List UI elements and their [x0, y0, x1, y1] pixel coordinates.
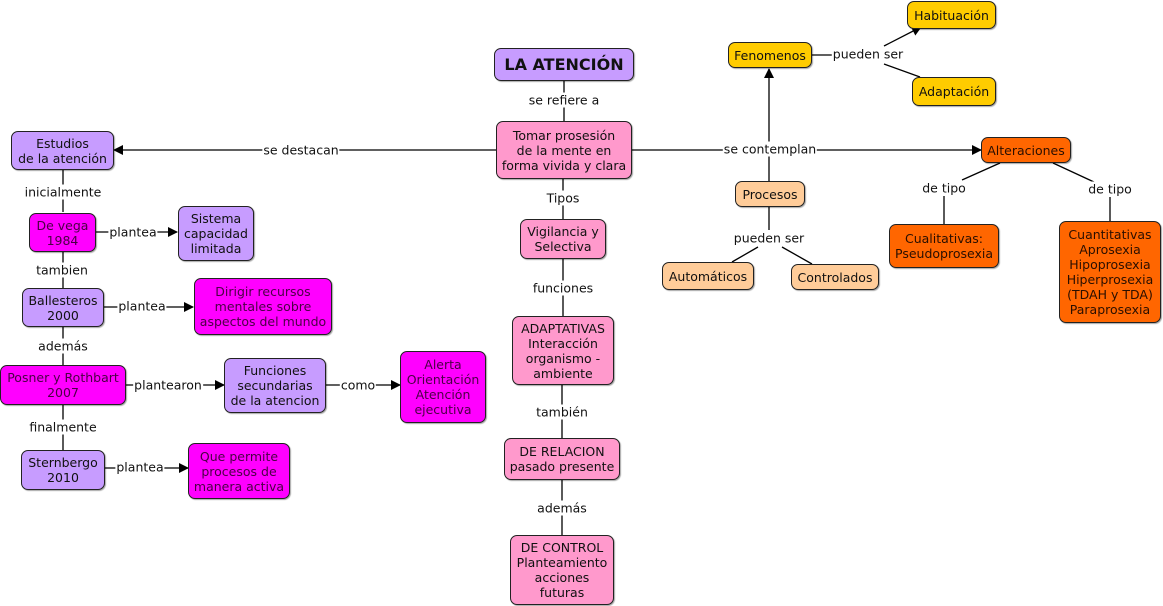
concept-alerta[interactable]: Alerta Orientación Atención ejecutiva: [400, 351, 486, 423]
link-label-plantea-ballesteros: plantea: [117, 298, 167, 314]
link-label-de-tipo-cuantitativas: de tipo: [1087, 181, 1133, 197]
link-label-plantea-sternbergo: plantea: [115, 459, 165, 475]
link-label-ademas-left: además: [37, 338, 89, 354]
link-label-se-destacan: se destacan: [262, 142, 340, 158]
link-label-tambien: tambien: [35, 262, 89, 278]
concept-automaticos[interactable]: Automáticos: [662, 262, 754, 290]
concept-la-atencion[interactable]: LA ATENCIÓN: [494, 48, 634, 81]
concept-cualitativas[interactable]: Cualitativas: Pseudoprosexia: [889, 224, 999, 268]
concept-fenomenos[interactable]: Fenomenos: [728, 42, 812, 68]
link-label-de-tipo-cualitativas: de tipo: [921, 180, 967, 196]
link-label-pueden-ser-fenomenos: pueden ser: [831, 46, 905, 62]
concept-adaptativas[interactable]: ADAPTATIVAS Interacción organismo - ambi…: [512, 316, 614, 385]
link-label-tambien-center: también: [535, 404, 589, 420]
link-alteraciones-detipo1: [961, 162, 1001, 181]
link-label-plantearon: plantearon: [133, 377, 203, 393]
link-label-inicialmente: inicialmente: [23, 184, 103, 200]
link-label-ademas-center: además: [536, 500, 588, 516]
concept-de-control[interactable]: DE CONTROL Planteamiento acciones futura…: [510, 535, 614, 605]
concept-controlados[interactable]: Controlados: [791, 264, 879, 290]
link-fenomenos-habituacion: [883, 26, 922, 47]
concept-dirigir[interactable]: Dirigir recursos mentales sobre aspectos…: [194, 278, 332, 335]
concept-de-relacion[interactable]: DE RELACION pasado presente: [504, 438, 620, 480]
link-label-funciones: funciones: [531, 280, 595, 296]
concept-definicion[interactable]: Tomar prosesión de la mente en forma viv…: [496, 121, 632, 179]
link-label-se-refiere-a: se refiere a: [527, 92, 601, 108]
concept-alteraciones[interactable]: Alteraciones: [981, 137, 1071, 163]
link-fenomenos-adaptacion: [883, 63, 921, 78]
concept-adaptacion[interactable]: Adaptación: [912, 77, 996, 106]
concept-procesos[interactable]: Procesos: [735, 181, 805, 207]
concept-ballesteros[interactable]: Ballesteros 2000: [22, 288, 104, 327]
concept-vigilancia[interactable]: Vigilancia y Selectiva: [520, 219, 606, 259]
concept-cuantitativas[interactable]: Cuantitativas Aprosexia Hipoprosexia Hip…: [1059, 221, 1161, 323]
concept-funciones-secundarias[interactable]: Funciones secundarias de la atencion: [224, 358, 326, 413]
concept-habituacion[interactable]: Habituación: [907, 1, 996, 29]
concept-que-permite[interactable]: Que permite procesos de manera activa: [188, 443, 290, 499]
concept-posner[interactable]: Posner y Rothbart 2007: [0, 365, 126, 405]
link-procesos-automaticos: [731, 246, 759, 263]
link-label-plantea-devega: plantea: [108, 224, 158, 240]
link-label-tipos: Tipos: [545, 190, 581, 206]
link-label-finalmente: finalmente: [28, 419, 98, 435]
concept-estudios[interactable]: Estudios de la atención: [11, 131, 114, 170]
concept-sistema[interactable]: Sistema capacidad limitada: [178, 206, 254, 261]
link-label-como: como: [339, 377, 377, 393]
link-alteraciones-detipo2: [1052, 162, 1095, 183]
link-procesos-controlados: [781, 246, 813, 265]
concept-de-vega[interactable]: De vega 1984: [29, 213, 96, 252]
concept-sternbergo[interactable]: Sternbergo 2010: [21, 450, 105, 490]
link-label-pueden-ser-procesos: pueden ser: [732, 230, 806, 246]
link-label-se-contemplan: se contemplan: [722, 141, 818, 157]
